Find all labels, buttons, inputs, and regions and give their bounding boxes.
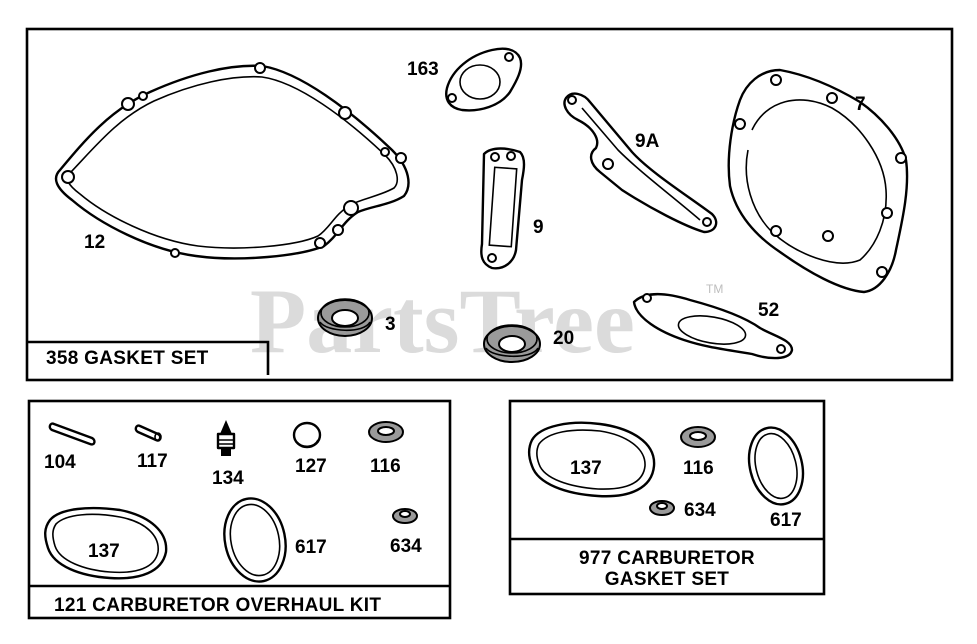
ok-label-617: 617 [295,537,327,558]
part-116-washer-cgs[interactable] [680,426,716,448]
carb-gasket-set-border [508,399,826,596]
part-117-pin[interactable] [134,424,162,442]
label-9a: 9A [635,131,660,152]
part-52-exhaust-gasket[interactable] [632,293,794,360]
part-12-crankcase-gasket[interactable] [54,62,410,260]
carb-gasket-set-title-line1: 977 CARBURETOR [579,548,755,569]
label-9: 9 [533,217,544,238]
label-52: 52 [758,300,779,321]
gasket-set-panel: 358 GASKET SET 12 163 [25,27,954,382]
gasket-set-title: 358 GASKET SET [46,348,209,369]
part-634-washer[interactable] [392,508,418,524]
ok-label-137: 137 [88,541,120,562]
part-134-needle[interactable] [216,420,236,456]
overhaul-kit-panel: 121 CARBURETOR OVERHAUL KIT 104 117 134 … [27,399,452,620]
overhaul-kit-title: 121 CARBURETOR OVERHAUL KIT [54,595,381,616]
label-7: 7 [855,94,866,115]
gasket-set-border [25,27,954,382]
part-163-flange-gasket[interactable] [445,47,523,112]
carb-gasket-set-title-line2: GASKET SET [605,569,729,590]
part-9-rect-gasket[interactable] [480,147,526,270]
label-20: 20 [553,328,574,349]
part-137-ring-cgs[interactable] [527,421,656,498]
ok-label-104: 104 [44,452,76,473]
cgs-label-634: 634 [684,500,716,521]
cgs-label-137: 137 [570,458,602,479]
part-617-ring-cgs[interactable] [741,422,810,510]
part-617-ring[interactable] [217,493,293,588]
label-163: 163 [407,59,439,80]
ok-label-117: 117 [137,451,168,472]
cgs-label-617: 617 [770,510,802,531]
part-137-ring[interactable] [44,506,168,580]
part-116-washer[interactable] [368,421,404,443]
part-9a-intake-gasket[interactable] [563,92,718,234]
ok-label-134: 134 [212,468,244,489]
part-634-washer-cgs[interactable] [649,500,675,516]
label-12: 12 [84,232,105,253]
part-20-oil-seal[interactable] [483,324,541,363]
part-104-pin[interactable] [48,422,96,446]
cgs-label-116: 116 [683,458,714,479]
part-7-head-gasket[interactable] [727,68,909,294]
part-127-plug[interactable] [292,421,322,449]
ok-label-127: 127 [295,456,327,477]
part-3-oil-seal[interactable] [317,298,373,337]
ok-label-634: 634 [390,536,422,557]
watermark-tm: TM [706,282,723,296]
ok-label-116: 116 [370,456,401,477]
label-3: 3 [385,314,396,335]
watermark-text: PartsTree [250,270,635,372]
gasket-set-title-box [27,340,270,375]
overhaul-kit-border [27,399,452,620]
carb-gasket-set-panel: 977 CARBURETOR GASKET SET 137 116 634 61… [508,399,826,596]
